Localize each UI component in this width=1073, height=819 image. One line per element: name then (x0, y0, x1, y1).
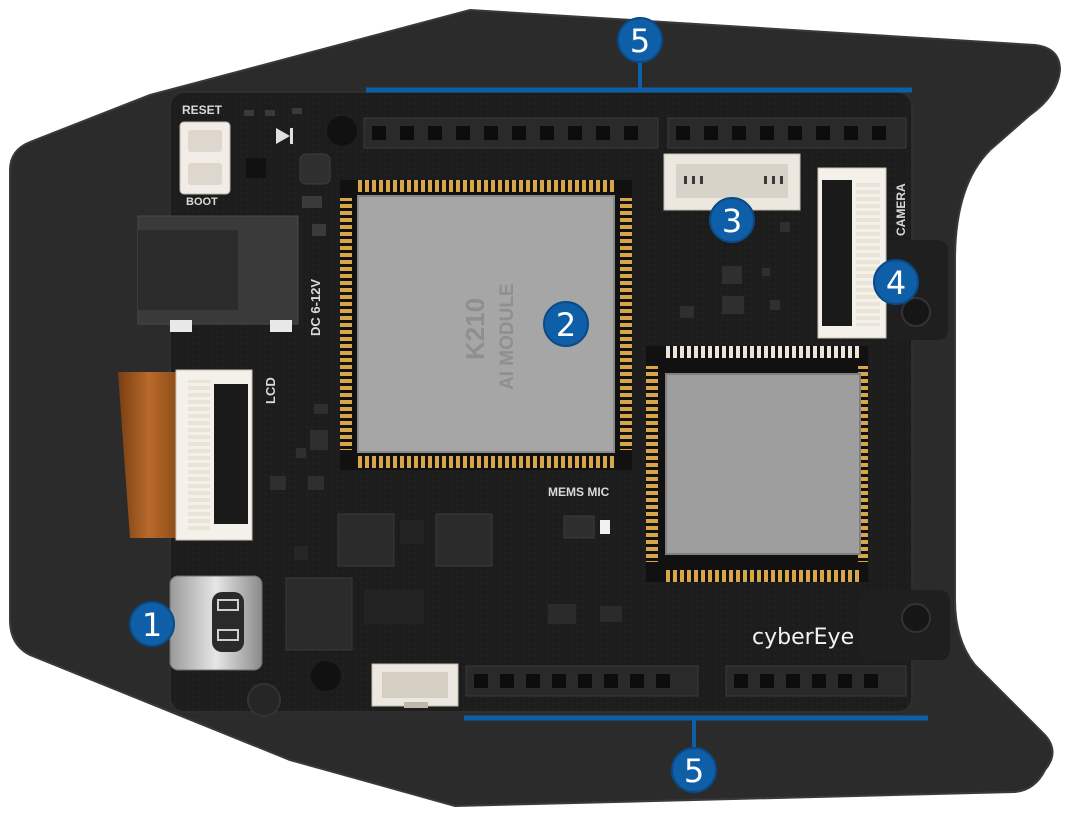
svg-text:4: 4 (886, 264, 906, 302)
reset-boot-buttons[interactable] (179, 121, 231, 195)
chip-label-ai-module: AI MODULE (497, 283, 518, 390)
wifi-module (646, 346, 868, 582)
callout-5-bottom-headers: 5 (671, 747, 717, 793)
chip-label-k210: K210 (460, 298, 490, 360)
callout-4-camera: 4 (873, 259, 919, 305)
callout-2-k210: 2 (543, 301, 589, 347)
mems-mic-label: MEMS MIC (548, 485, 610, 499)
reset-label: RESET (182, 103, 223, 117)
callout-bar-top (366, 60, 912, 93)
callout-5-top-headers: 5 (617, 17, 663, 63)
callout-1-usb: 1 (129, 601, 175, 647)
lcd-connector[interactable] (118, 369, 253, 541)
mounting-holes (247, 116, 931, 717)
boot-label: BOOT (186, 196, 218, 208)
svg-text:2: 2 (556, 306, 576, 344)
bottom-header-left (465, 665, 699, 697)
dc-power-jack[interactable] (137, 215, 299, 332)
smd-components-top-left (244, 108, 331, 236)
callout-3-connector: 3 (709, 197, 755, 243)
svg-text:3: 3 (722, 202, 742, 240)
usb-c-port[interactable] (169, 575, 263, 671)
callout-bar-bottom (464, 715, 928, 748)
bottom-header-right (725, 665, 907, 697)
dc-label: DC 6-12V (308, 279, 323, 336)
top-header-left (363, 117, 659, 149)
lcd-label: LCD (263, 377, 278, 404)
top-header-right (667, 117, 907, 149)
camera-label: CAMERA (894, 183, 908, 236)
svg-text:5: 5 (684, 752, 704, 790)
mems-microphone (563, 515, 610, 539)
brand-label: cyberEye (752, 625, 854, 650)
svg-text:1: 1 (142, 606, 162, 644)
svg-text:5: 5 (630, 22, 650, 60)
smd-ics-lower (285, 513, 622, 651)
smd-components-middle (270, 222, 790, 490)
battery-connector[interactable] (371, 663, 459, 708)
diode-symbol (276, 128, 293, 144)
camera-connector[interactable] (817, 167, 887, 339)
